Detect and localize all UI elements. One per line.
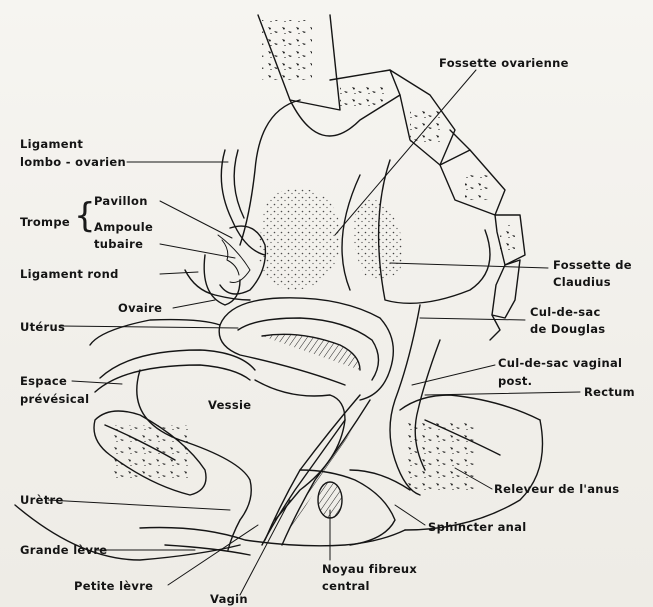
label-cul-de-sac-vaginal-line1: Cul-de-sac vaginal xyxy=(498,356,622,370)
trompe-brace: { xyxy=(74,199,96,233)
label-ligament-lombo-ovarien-line2: lombo - ovarien xyxy=(20,155,126,169)
label-uterus: Utérus xyxy=(20,320,65,334)
label-ligament-rond: Ligament rond xyxy=(20,267,119,281)
label-espace-prevesical-line2: prévésical xyxy=(20,392,89,406)
label-sphincter-anal: Sphincter anal xyxy=(428,520,526,534)
uterus xyxy=(219,298,393,400)
label-uretre: Urètre xyxy=(20,493,64,507)
label-cul-de-sac-douglas-line2: de Douglas xyxy=(530,322,605,336)
label-petite-levre: Petite lèvre xyxy=(74,579,153,593)
label-vessie: Vessie xyxy=(208,398,251,412)
label-ligament-lombo-ovarien-line1: Ligament xyxy=(20,137,83,151)
label-fossette-claudius-line1: Fossette de xyxy=(553,258,632,272)
fossette-ovarienne-shading xyxy=(258,189,341,290)
adnexa xyxy=(185,150,265,305)
label-espace-prevesical-line1: Espace xyxy=(20,374,67,388)
label-ampoule-tubaire-line1: Ampoule xyxy=(94,220,153,234)
label-pavillon: Pavillon xyxy=(94,194,148,208)
pubis xyxy=(94,411,206,495)
vagina-urethra xyxy=(228,395,370,550)
label-cul-de-sac-vaginal-line2: post. xyxy=(498,374,532,388)
label-ovaire: Ovaire xyxy=(118,301,162,315)
label-releveur-anus: Releveur de l'anus xyxy=(494,482,619,496)
label-ampoule-tubaire-line2: tubaire xyxy=(94,237,143,251)
fossette-claudius-shading xyxy=(354,199,403,279)
rectum xyxy=(390,305,540,495)
label-cul-de-sac-douglas-line1: Cul-de-sac xyxy=(530,305,601,319)
label-fossette-ovarienne: Fossette ovarienne xyxy=(439,56,569,70)
label-grande-levre: Grande lèvre xyxy=(20,543,107,557)
label-vagin: Vagin xyxy=(210,592,248,606)
label-fossette-claudius-line2: Claudius xyxy=(553,275,611,289)
label-trompe: Trompe xyxy=(20,215,70,229)
label-noyau-fibreux-line1: Noyau fibreux xyxy=(322,562,417,576)
leader-lines xyxy=(48,70,580,595)
label-rectum: Rectum xyxy=(584,385,635,399)
label-noyau-fibreux-line2: central xyxy=(322,579,370,593)
